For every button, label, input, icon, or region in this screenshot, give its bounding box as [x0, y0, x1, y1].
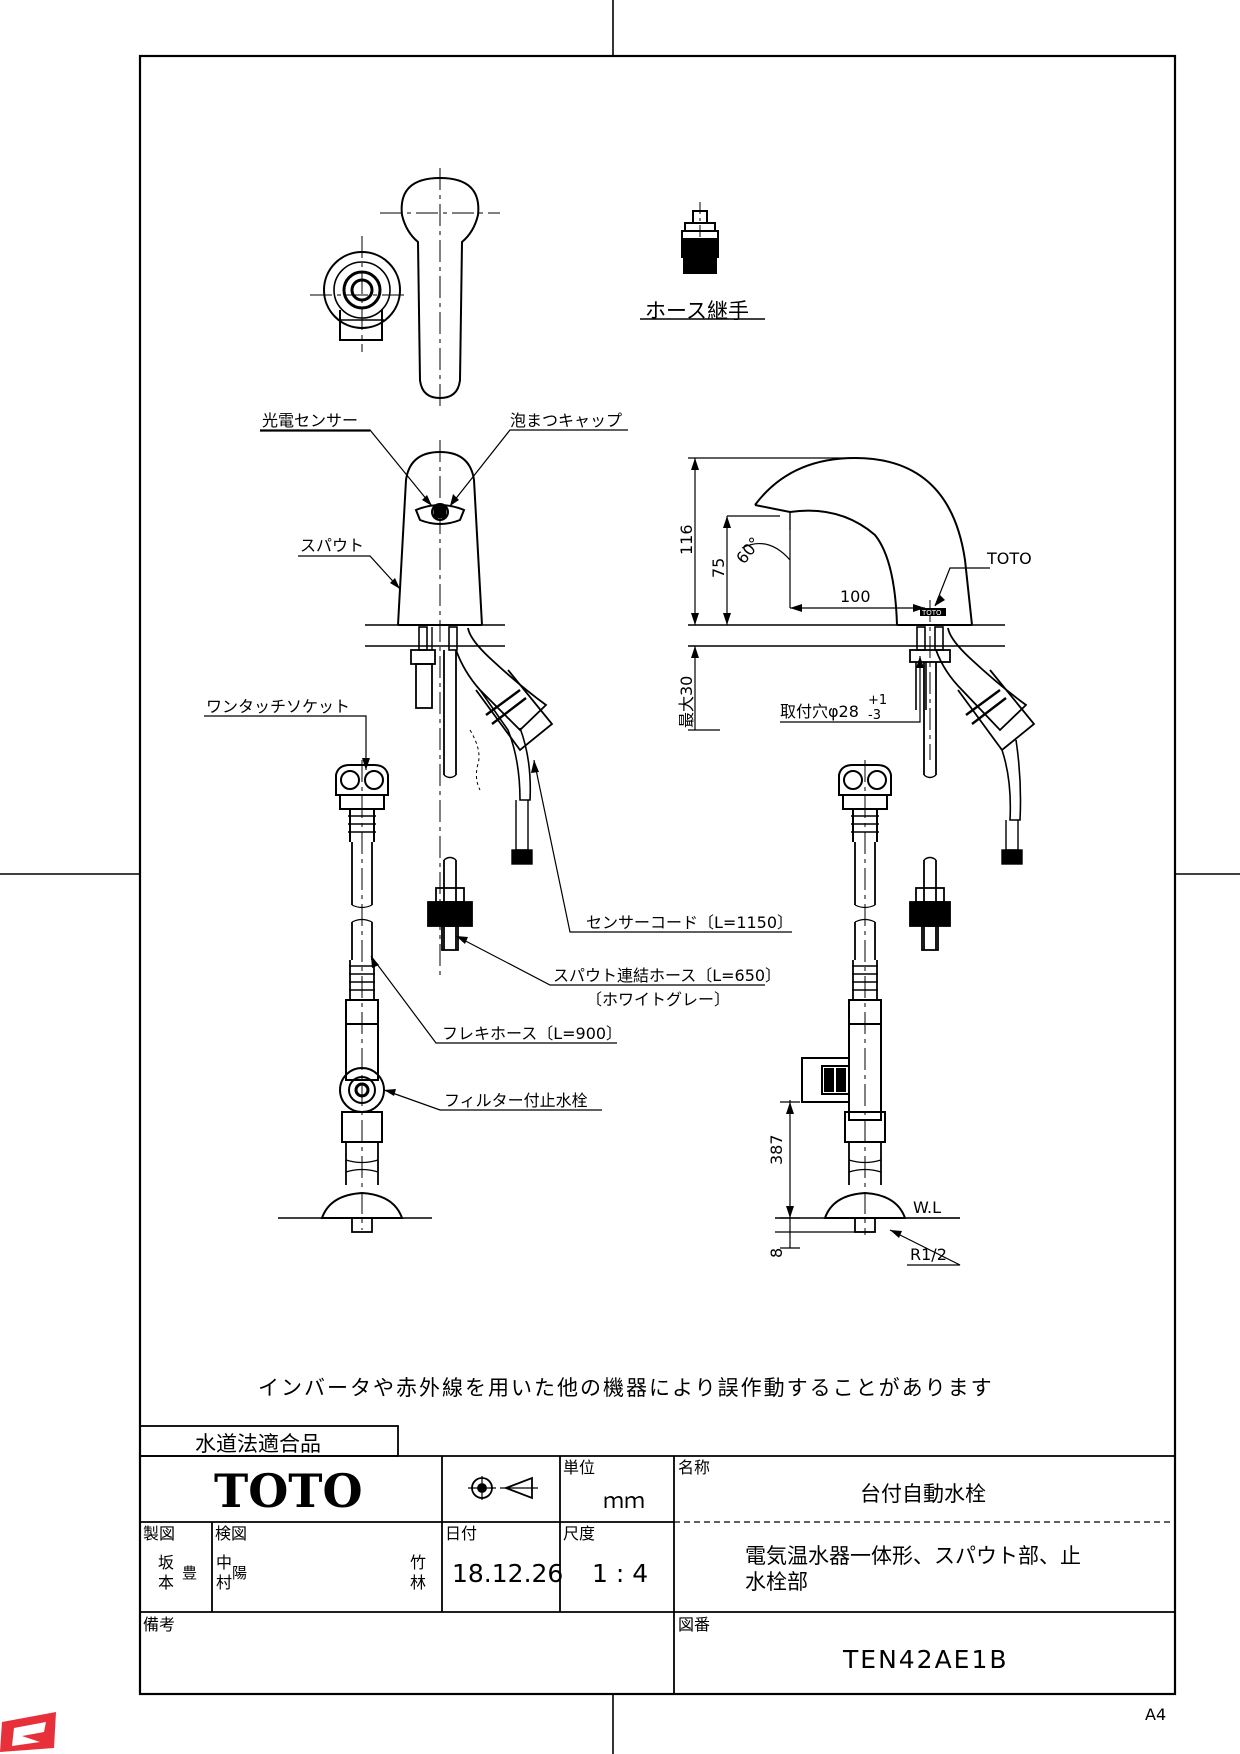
- flex-hose-label: フレキホース〔L=900〕: [442, 1024, 622, 1043]
- title-block: [139, 1425, 1175, 1694]
- dim-max-30: 最大30: [677, 676, 696, 728]
- date-value: 18.12.26: [452, 1559, 563, 1588]
- drawn-by-1: 坂: [158, 1553, 174, 1572]
- checked-by-2: 村: [216, 1573, 232, 1592]
- checked-by-4: 竹: [410, 1553, 426, 1572]
- dim-75: 75: [709, 558, 728, 578]
- side-view: [688, 456, 1036, 951]
- dim-116: 116: [677, 524, 696, 555]
- drawn-label: 製図: [143, 1524, 175, 1543]
- drawing-frame: [138, 54, 1177, 1696]
- dim-8: 8: [767, 1248, 786, 1258]
- unit-value: ｍｍ: [603, 1489, 645, 1513]
- front-view-arrowheads: [362, 494, 539, 1096]
- caution-note: インバータや赤外線を用いた他の機器により誤作動することがあります: [258, 1376, 994, 1400]
- checked-label: 検図: [215, 1524, 247, 1543]
- name-label: 名称: [678, 1458, 710, 1477]
- side-valve-assembly: [775, 760, 960, 1235]
- spout-hose-label: スパウト連結ホース〔L=650〕: [553, 966, 781, 985]
- scale-label: 尺度: [563, 1524, 595, 1543]
- hose-fitting-icon: [681, 202, 719, 274]
- projection-symbol-icon: [468, 1476, 538, 1500]
- foam-cap-label: 泡まつキャップ: [510, 411, 622, 430]
- side-view-dimensions: [688, 457, 990, 1266]
- dim-387: 387: [767, 1134, 786, 1165]
- checked-by-5: 林: [410, 1573, 426, 1592]
- approval-label: 水道法適合品: [195, 1432, 321, 1456]
- product-name: 台付自動水栓: [860, 1482, 986, 1506]
- remarks-label: 備考: [143, 1615, 175, 1634]
- spout-cap-text: TOTO: [921, 609, 942, 617]
- filter-valve-label: フィルター付止水栓: [444, 1091, 588, 1110]
- checked-by-1: 中: [216, 1553, 232, 1572]
- spout-hose-color-label: 〔ホワイトグレー〕: [586, 990, 730, 1009]
- hose-fitting-label: ホース継手: [645, 299, 749, 323]
- checked-by-3: 陽: [232, 1564, 247, 1582]
- toto-mark-label: TOTO: [986, 549, 1032, 568]
- mount-tolerance-plus: +1: [868, 693, 887, 708]
- photo-sensor-label: 光電センサー: [262, 411, 358, 430]
- dimension-arrowheads: [691, 458, 945, 1238]
- front-view-leaders: [204, 429, 792, 1111]
- drawn-by-3: 豊: [182, 1564, 197, 1582]
- dim-angle: 60°: [732, 533, 764, 567]
- toto-logo: TOTO: [214, 1464, 363, 1518]
- sensor-cord-label: センサーコード〔L=1150〕: [586, 913, 793, 932]
- spout-label: スパウト: [300, 536, 364, 555]
- mount-tolerance-minus: -3: [868, 708, 881, 723]
- drawn-by-2: 本: [158, 1573, 174, 1592]
- paper-size: A4: [1145, 1705, 1166, 1724]
- front-view: [365, 440, 554, 980]
- left-valve-assembly: [278, 760, 432, 1233]
- mount-hole-label: 取付穴φ28: [780, 702, 859, 721]
- top-view: [310, 168, 500, 410]
- one-touch-socket-label: ワンタッチソケット: [206, 697, 350, 716]
- description-line-1: 電気温水器一体形、スパウト部、止: [745, 1544, 1081, 1568]
- description-line-2: 水栓部: [745, 1570, 808, 1594]
- drawing-number: TEN42AE1B: [842, 1645, 1009, 1674]
- unit-label: 単位: [563, 1458, 595, 1477]
- dim-100: 100: [840, 587, 871, 606]
- scale-value: 1 : 4: [592, 1559, 648, 1588]
- drawing-no-label: 図番: [678, 1615, 710, 1634]
- water-level-label: W.L: [913, 1198, 941, 1217]
- corner-logo-icon: [0, 1712, 56, 1752]
- thread-label: R1/2: [910, 1245, 947, 1264]
- date-label: 日付: [445, 1524, 477, 1543]
